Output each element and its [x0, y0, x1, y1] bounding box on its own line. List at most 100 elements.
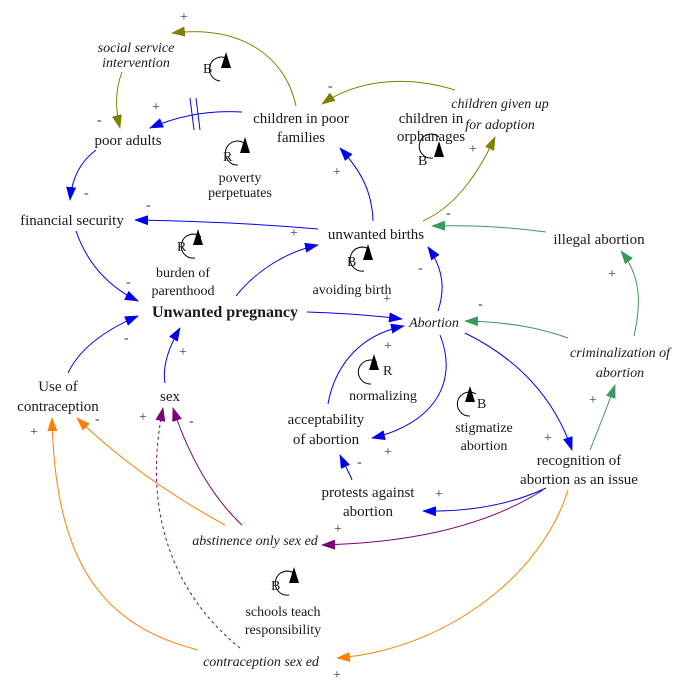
svg-text:abortion: abortion	[461, 439, 508, 454]
node-use-of-contraception: Use of contraception	[17, 379, 99, 415]
svg-text:children given up: children given up	[451, 97, 548, 112]
link-unwanted-births-to-adoption	[422, 136, 496, 222]
polarity-sign: +	[608, 267, 616, 282]
svg-text:children in: children in	[399, 111, 464, 127]
link-criminalization-to-abortion	[464, 316, 569, 339]
polarity-sign: -	[357, 455, 362, 470]
svg-text:B: B	[203, 62, 212, 77]
svg-text:parenthood: parenthood	[152, 284, 215, 299]
polarity-sign: -	[446, 206, 451, 221]
svg-text:normalizing: normalizing	[349, 389, 417, 404]
node-sex: sex	[160, 389, 180, 405]
node-recognition-of-abortion: recognition of abortion as an issue	[520, 453, 638, 488]
link-recognition-to-contraception-ed	[336, 489, 569, 662]
svg-text:families: families	[277, 130, 325, 146]
node-poor-adults: poor adults	[94, 133, 161, 149]
node-children-given-up-for-adoption: children given up for adoption	[451, 97, 548, 133]
loop-marker-b2: B	[418, 133, 444, 169]
link-abortion-to-recognition	[464, 332, 573, 451]
loop-marker-stigmatize: B stigmatize abortion	[455, 386, 513, 454]
svg-text:stigmatize: stigmatize	[455, 421, 513, 436]
loop-marker-b1: B	[203, 52, 231, 82]
link-unwanted-births-to-financial-security	[134, 215, 319, 230]
polarity-sign: +	[180, 10, 188, 25]
node-children-in-poor-families: children in poor families	[253, 111, 349, 146]
node-unwanted-births: unwanted births	[328, 227, 424, 243]
delay-mark	[189, 97, 201, 131]
node-acceptability-of-abortion: acceptability of abortion	[288, 412, 365, 448]
node-social-service-intervention: social service intervention	[98, 41, 175, 71]
loop-marker-schools: B schools teach responsibility	[245, 567, 321, 638]
svg-text:R: R	[383, 364, 393, 379]
polarity-sign: +	[152, 100, 160, 115]
polarity-sign: -	[95, 412, 100, 427]
link-abstinence-to-sex	[172, 407, 243, 526]
svg-text:protests against: protests against	[322, 485, 416, 501]
polarity-sign: +	[589, 393, 597, 408]
loop-marker-avoiding-birth: B avoiding birth	[313, 244, 392, 298]
svg-text:children in poor: children in poor	[253, 111, 349, 127]
link-contraception-to-unwanted-pregnancy	[67, 315, 139, 374]
svg-text:R: R	[177, 240, 187, 255]
link-contraception-ed-to-sex	[155, 407, 241, 649]
polarity-sign: -	[126, 275, 131, 290]
svg-text:B: B	[418, 154, 427, 169]
node-illegal-abortion: illegal abortion	[553, 232, 645, 248]
svg-text:R: R	[223, 150, 233, 165]
polarity-sign: +	[383, 292, 391, 307]
svg-text:B: B	[477, 397, 486, 412]
svg-text:of abortion: of abortion	[293, 432, 360, 448]
node-financial-security: financial security	[20, 213, 124, 229]
polarity-sign: -	[124, 331, 129, 346]
link-criminalization-to-illegal-abortion	[620, 250, 639, 337]
polarity-sign: +	[384, 339, 392, 354]
svg-text:schools teach: schools teach	[245, 605, 320, 620]
link-abortion-to-acceptability	[371, 334, 447, 441]
polarity-sign: -	[146, 198, 151, 213]
link-recognition-to-protests	[422, 487, 547, 517]
link-sex-to-unwanted-pregnancy	[163, 327, 181, 384]
link-unwanted-pregnancy-to-abortion	[306, 311, 403, 323]
polarity-sign: -	[84, 186, 89, 201]
polarity-sign: +	[179, 345, 187, 360]
link-financial-security-to-unwanted-pregnancy	[75, 230, 139, 302]
loop-marker-poverty: R poverty perpetuates	[208, 137, 272, 201]
node-unwanted-pregnancy: Unwanted pregnancy	[152, 304, 298, 321]
svg-text:abortion as an issue: abortion as an issue	[520, 472, 638, 488]
svg-text:orphanages: orphanages	[397, 129, 465, 145]
node-criminalization-of-abortion: criminalization of abortion	[570, 346, 672, 381]
link-social-service-to-poor-adults	[111, 71, 123, 129]
link-unwanted-pregnancy-to-unwanted-births	[235, 242, 319, 297]
svg-text:perpetuates: perpetuates	[208, 186, 272, 201]
polarity-sign: +	[435, 487, 443, 502]
polarity-sign: +	[334, 522, 342, 537]
link-contraception-ed-to-use-contraception	[47, 417, 199, 651]
link-illegal-abortion-to-unwanted-births	[431, 220, 547, 233]
svg-text:social service: social service	[98, 41, 175, 56]
polarity-sign: +	[469, 142, 477, 157]
polarity-sign: +	[384, 445, 392, 460]
polarity-sign: +	[290, 226, 298, 241]
link-recognition-to-criminalization	[589, 384, 616, 451]
polarity-sign: -	[418, 261, 423, 276]
svg-text:B: B	[347, 255, 356, 270]
node-contraception-sex-ed: contraception sex ed	[203, 655, 320, 670]
link-abstinence-to-contraception	[76, 417, 226, 526]
svg-text:Use of: Use of	[38, 379, 78, 395]
svg-text:intervention: intervention	[102, 56, 170, 71]
node-children-in-orphanages: children in orphanages	[397, 111, 465, 145]
svg-text:avoiding birth: avoiding birth	[313, 283, 392, 298]
svg-text:criminalization of: criminalization of	[570, 346, 672, 361]
svg-text:B: B	[271, 579, 280, 594]
link-recognition-to-abstinence	[321, 489, 544, 550]
loop-marker-burden: R burden of parenthood	[152, 229, 215, 299]
svg-text:burden of: burden of	[156, 266, 210, 281]
svg-text:contraception: contraception	[17, 399, 99, 415]
polarity-sign: -	[328, 79, 333, 94]
loop-marker-normalizing: R normalizing	[349, 354, 417, 404]
node-protests-against-abortion: protests against abortion	[322, 485, 416, 520]
svg-text:for adoption: for adoption	[465, 118, 535, 133]
link-abortion-to-unwanted-births	[427, 246, 443, 312]
link-adoption-to-children-poor	[321, 80, 456, 105]
